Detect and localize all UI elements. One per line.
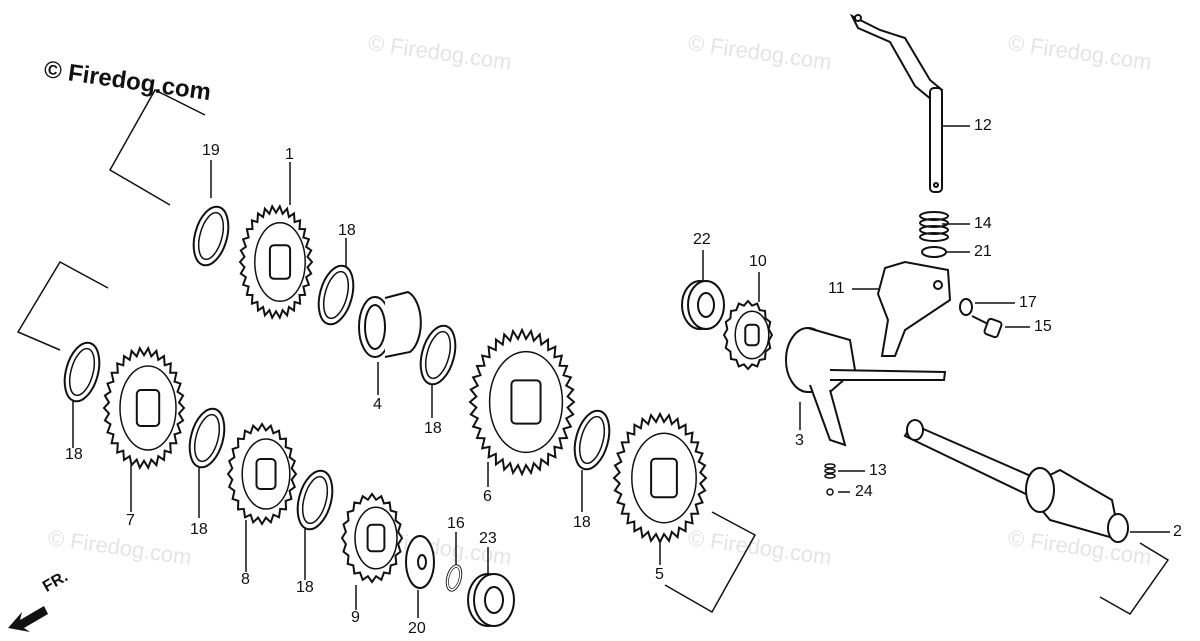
washer-18 [290, 465, 340, 535]
callout-12: 12 [974, 117, 992, 134]
collar-17 [959, 298, 973, 316]
bracket-line [1099, 542, 1170, 615]
callout-18: 18 [296, 579, 314, 596]
gear-9 [340, 492, 404, 584]
callout-1: 1 [285, 146, 294, 163]
washer-18 [311, 260, 361, 330]
callout-18: 18 [338, 222, 356, 239]
spring-14 [919, 211, 949, 242]
gear-10 [722, 299, 774, 371]
callout-20: 20 [408, 620, 426, 637]
callout-8: 8 [241, 571, 250, 588]
bolt-15 [971, 315, 1003, 339]
gear-5 [612, 411, 708, 545]
bracket-line [16, 260, 109, 351]
bearing-22 [681, 280, 725, 330]
bearing-23 [467, 573, 515, 627]
callout-9: 9 [351, 609, 360, 626]
washer-18 [57, 337, 107, 407]
callout-17: 17 [1019, 294, 1037, 311]
shift-fork-11 [876, 260, 952, 357]
callout-22: 22 [693, 231, 711, 248]
bracket-line [108, 89, 206, 206]
callout-6: 6 [483, 488, 492, 505]
washer-18 [413, 320, 463, 390]
callout-10: 10 [749, 253, 767, 270]
ball-24 [826, 488, 834, 496]
kick-starter-spindle-2 [903, 419, 1129, 543]
callout-21: 21 [974, 243, 992, 260]
bracket-line [664, 511, 757, 614]
callout-16: 16 [447, 515, 465, 532]
callout-19: 19 [202, 142, 220, 159]
ratchet-3 [785, 327, 947, 447]
callout-18: 18 [65, 446, 83, 463]
callout-7: 7 [126, 512, 135, 529]
washer-21 [921, 246, 947, 258]
washer-18 [567, 405, 617, 475]
callout-23: 23 [479, 530, 497, 547]
washer-16 [443, 562, 465, 594]
callout-2: 2 [1173, 523, 1182, 540]
washer-20 [405, 535, 435, 589]
washer-19 [186, 201, 236, 271]
callout-13: 13 [869, 462, 887, 479]
callout-11: 11 [828, 280, 845, 297]
washer-18 [182, 403, 232, 473]
callout-18: 18 [573, 514, 591, 531]
callout-15: 15 [1034, 318, 1052, 335]
spring-13 [824, 463, 836, 479]
callout-14: 14 [974, 215, 992, 232]
front-direction-arrow [8, 606, 48, 632]
shift-arm-12 [849, 13, 944, 193]
gear-7 [102, 346, 186, 470]
gear-1 [238, 203, 314, 321]
bushing-4 [358, 290, 422, 358]
callout-18: 18 [190, 521, 208, 538]
gear-6 [468, 327, 576, 477]
callout-4: 4 [373, 396, 382, 413]
callout-24: 24 [855, 483, 873, 500]
callout-3: 3 [795, 432, 804, 449]
gear-8 [226, 422, 298, 526]
callout-5: 5 [655, 566, 664, 583]
callout-18: 18 [424, 420, 442, 437]
